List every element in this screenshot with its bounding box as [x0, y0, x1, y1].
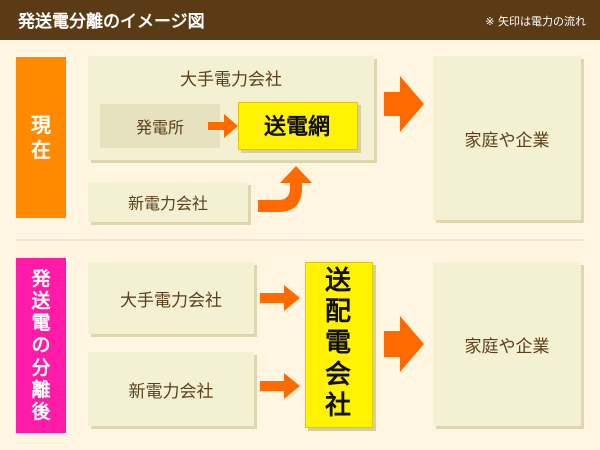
arrow-present-to-consumers [384, 76, 424, 132]
distribution-char-5: 社 [324, 390, 351, 421]
present-label-char-1: 現 [31, 112, 51, 137]
arrow-distribution-to-consumers [384, 316, 424, 372]
power-plant-label: 発電所 [135, 118, 184, 137]
after-new-company-box [88, 352, 254, 426]
after-big-company-box [88, 262, 254, 334]
arrow-new-company-to-grid [258, 166, 312, 212]
after-label-char-7: 後 [31, 401, 51, 424]
power-plant-box [100, 104, 220, 148]
distribution-char-4: 会 [324, 359, 351, 390]
distribution-company-label: 送 配 電 会 社 [305, 262, 371, 426]
after-label-char-4: の [31, 334, 51, 357]
distribution-char-3: 電 [324, 328, 351, 359]
after-label-char-5: 分 [31, 356, 51, 379]
after-label-char-3: 電 [31, 312, 51, 335]
arrow-note: ※ 矢印は電力の流れ [485, 15, 586, 28]
after-label-char-1: 発 [31, 267, 51, 290]
arrow-plant-to-grid [208, 114, 238, 138]
present-new-company-label: 新電力会社 [127, 194, 208, 213]
after-big-company-label: 大手電力会社 [120, 290, 222, 311]
after-label: 発 送 電 の 分 離 後 [16, 258, 66, 433]
present-big-company-label: 大手電力会社 [180, 69, 282, 90]
distribution-char-1: 送 [324, 266, 351, 297]
distribution-company-box [305, 262, 373, 428]
distribution-char-2: 配 [324, 297, 351, 328]
transmission-grid-box [238, 102, 358, 150]
present-label-char-2: 在 [31, 137, 51, 162]
present-new-company-box [88, 182, 248, 222]
header-bar [0, 0, 600, 40]
page-title: 発送電分離のイメージ図 [18, 12, 205, 32]
after-consumers-label: 家庭や企業 [464, 336, 550, 357]
after-label-char-6: 離 [31, 378, 51, 401]
after-consumers-box [433, 262, 581, 426]
present-consumers-box [433, 56, 581, 220]
present-consumers-label: 家庭や企業 [464, 130, 550, 151]
present-label: 現 在 [16, 57, 66, 218]
after-label-char-2: 送 [31, 289, 51, 312]
arrow-new-to-distribution [260, 373, 300, 399]
after-new-company-label: 新電力会社 [128, 381, 214, 402]
arrow-big-to-distribution [260, 285, 300, 311]
transmission-grid-label: 送電網 [263, 115, 330, 140]
